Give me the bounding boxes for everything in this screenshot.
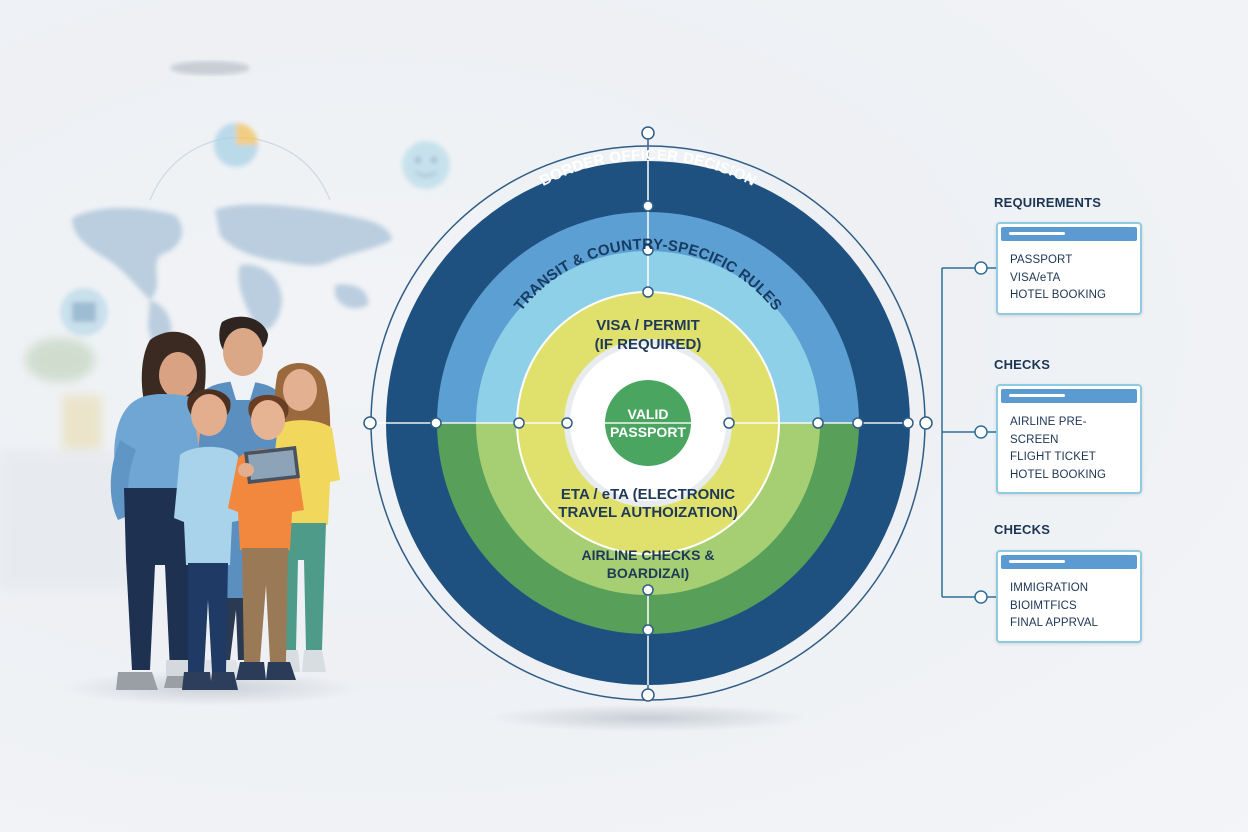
panel-item: PASSPORT <box>1010 254 1073 266</box>
world-map-background <box>72 204 392 348</box>
section-title-checks-border: CHECKS <box>994 522 1051 537</box>
label-eta-line-1: ETA / eTA (ELECTRONIC <box>561 486 735 503</box>
section-title-requirements: REQUIREMENTS <box>994 195 1102 210</box>
label-visa-line-1: VISA / PERMIT <box>596 317 700 334</box>
label-visa-line-2: (IF REQUIRED) <box>595 336 702 353</box>
panel-item: HOTEL BOOKING <box>1010 289 1107 301</box>
boy-right-figure <box>228 394 304 680</box>
panel-checks-airline: AIRLINE PRE-SCREEN FLIGHT TICKET HOTEL B… <box>996 384 1142 494</box>
panel-item: HOTEL BOOKING <box>1010 468 1107 481</box>
side-bracket-connector <box>941 261 996 604</box>
family-illustration <box>60 316 360 706</box>
label-core-line-1: VALID <box>628 406 669 422</box>
panel-item: BIOIMTFICS <box>1010 599 1077 612</box>
globe-chat-icon <box>214 123 258 167</box>
background-plant <box>25 338 102 450</box>
panel-header-bar <box>1001 555 1137 569</box>
panel-header-bar <box>1001 389 1137 403</box>
panel-item: IMMIGRATION <box>1010 582 1089 594</box>
panel-header-bar <box>1001 227 1137 241</box>
panel-item: VISA/eTA <box>1010 271 1061 284</box>
panel-item: AIRLINE PRE-SCREEN <box>1010 416 1087 446</box>
ring-diagram: BORDER OFFICER DECISION TRANSIT & COUNTR… <box>363 126 933 732</box>
section-title-checks-airline: CHECKS <box>994 357 1051 372</box>
label-airline-line-1: AIRLINE CHECKS & <box>581 547 714 563</box>
label-core-line-2: PASSPORT <box>610 424 686 440</box>
calendar-icon <box>60 288 108 336</box>
panel-checks-border: IMMIGRATION BIOIMTFICS FINAL APPRVAL <box>996 550 1142 643</box>
label-eta-line-2: TRAVEL AUTHOIZATION) <box>558 504 737 521</box>
label-airline-line-2: BOARDIZAI) <box>607 565 689 581</box>
tablet-device <box>244 446 300 484</box>
connector-nodes <box>363 126 933 702</box>
panel-item: FINAL APPRVAL <box>1010 617 1099 629</box>
smiley-icon <box>402 141 450 189</box>
panel-item: FLIGHT TICKET <box>1010 451 1096 463</box>
panel-requirements: PASSPORT VISA/eTA HOTEL BOOKING <box>996 222 1142 315</box>
boy-left-figure <box>174 389 242 690</box>
